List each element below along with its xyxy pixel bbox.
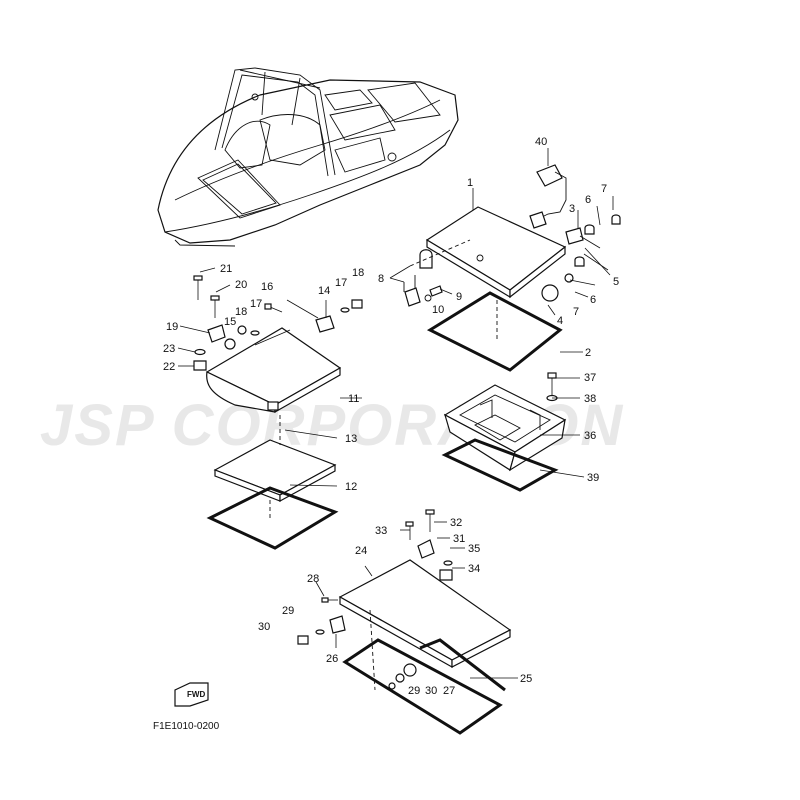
callout-8: 8 [378,273,384,285]
callout-4: 4 [557,315,563,327]
callout-16: 16 [261,281,273,293]
callout-6a: 6 [585,194,591,206]
callout-7b: 7 [573,306,579,318]
callout-32: 32 [450,517,462,529]
callout-23: 23 [163,343,175,355]
callout-30a: 30 [258,621,270,633]
left-hinge-parts [193,275,363,371]
part-13-mat [213,415,337,503]
right-hinge-parts [389,239,471,307]
fwd-label: FWD [187,690,205,699]
callout-18a: 18 [352,267,364,279]
callout-38: 38 [584,393,596,405]
part-24-hatch-lid [338,559,512,691]
part-1-hatch-lid [425,188,567,299]
callout-13: 13 [345,433,357,445]
callout-6b: 6 [590,294,596,306]
callout-9: 9 [456,291,462,303]
right-latch-parts [541,210,621,302]
callout-29b: 29 [408,685,420,697]
callout-20: 20 [235,279,247,291]
diagram-code: F1E1010-0200 [153,721,220,732]
callout-39: 39 [587,472,599,484]
callout-17b: 17 [250,298,262,310]
leader-lines [177,196,614,679]
callout-25: 25 [520,673,532,685]
fwd-arrow-icon: FWD [174,682,209,707]
callout-28: 28 [307,573,319,585]
callout-11: 11 [348,393,359,405]
callout-3: 3 [569,203,575,215]
part-37-screw [546,372,558,402]
callout-7a: 7 [601,183,607,195]
callout-27: 27 [443,685,455,697]
callout-24: 24 [355,545,367,557]
callout-30b: 30 [425,685,437,697]
part-39-gasket [441,438,559,492]
bottom-hinge-parts [297,509,453,690]
callout-2: 2 [585,347,591,359]
callout-37: 37 [584,372,596,384]
callout-5: 5 [613,276,619,288]
part-12-gasket [206,486,339,550]
callout-21: 21 [220,263,232,275]
callout-10: 10 [432,304,444,316]
callout-14: 14 [318,285,330,297]
part-25-gasket [342,638,506,735]
callout-40: 40 [535,136,547,148]
callout-22: 22 [163,361,175,373]
boat-illustration [157,67,459,247]
callout-35: 35 [468,543,480,555]
callout-26: 26 [326,653,338,665]
callout-18b: 18 [235,306,247,318]
part-11-hatch-lid [205,327,342,414]
callout-29a: 29 [282,605,294,617]
callout-numbers: 40 1 7 6 3 5 6 7 4 8 9 10 2 37 38 36 39 … [163,136,619,697]
callout-1: 1 [467,177,473,189]
part-2-gasket [426,291,563,372]
callout-12: 12 [345,481,357,493]
callout-36: 36 [584,430,596,442]
part-40-harness [529,148,567,229]
callout-31: 31 [453,533,465,545]
callout-15: 15 [224,316,236,328]
callout-17a: 17 [335,277,347,289]
callout-34: 34 [468,563,480,575]
callout-19: 19 [166,321,178,333]
callout-33: 33 [375,525,387,537]
